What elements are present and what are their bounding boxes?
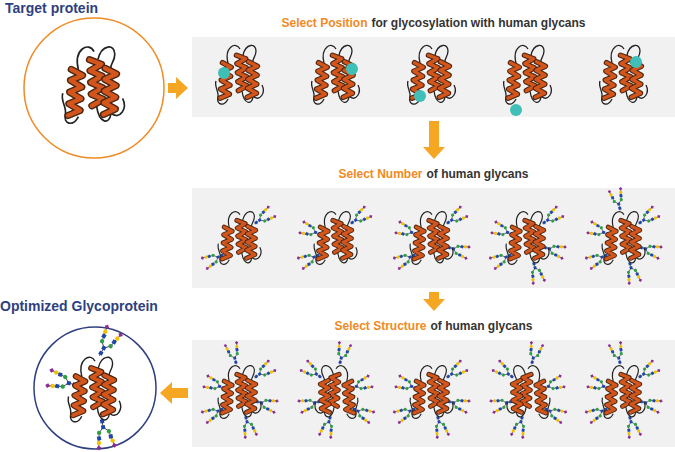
step-keyword: Select Number	[338, 167, 422, 181]
step-description: of human glycans	[427, 167, 529, 181]
circle-shape	[34, 327, 156, 449]
band-heading: Select Position for glycosylation with hu…	[192, 16, 675, 30]
step-description: of human glycans	[431, 319, 533, 333]
step-keyword: Select Structure	[334, 319, 426, 333]
band-heading: Select Structure of human glycans	[192, 319, 675, 333]
circle-heading: Optimized Glycoprotein	[0, 298, 158, 314]
flow-arrow	[423, 121, 445, 159]
flow-arrow	[423, 292, 445, 311]
step-description: for glycosylation with human glycans	[371, 16, 585, 30]
circle-heading: Target protein	[5, 0, 98, 16]
band-heading: Select Number of human glycans	[192, 167, 675, 181]
circle-shape	[24, 18, 164, 158]
step-keyword: Select Position	[281, 16, 367, 30]
flow-arrow	[168, 77, 188, 99]
flow-arrow	[160, 382, 188, 404]
